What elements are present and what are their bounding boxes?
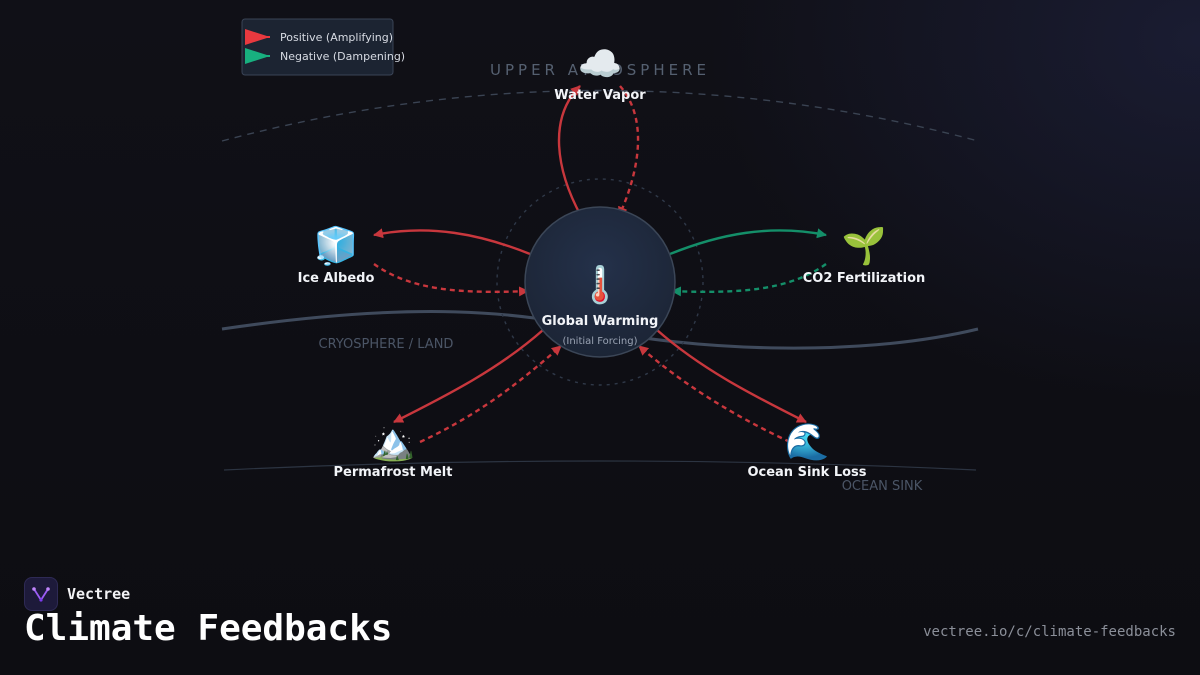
legend-negative-label: Negative (Dampening) (280, 50, 405, 63)
center-title: Global Warming (542, 314, 659, 329)
zone-label-ocean-sink: OCEAN SINK (842, 479, 923, 494)
center-halo-ring (496, 178, 704, 386)
node-ocean-sink-loss[interactable]: 🌊 Ocean Sink Loss (747, 421, 866, 480)
brand[interactable]: Vectree (24, 577, 130, 611)
arrow-water-vapor-to-warming (617, 85, 640, 217)
arrow-ocean-sink-loss-to-warming (638, 345, 791, 444)
node-water-vapor[interactable]: ☁️ Water Vapor (554, 44, 646, 103)
page-title: Climate Feedbacks (24, 608, 393, 649)
legend-positive-arrow (245, 29, 270, 45)
node-global-warming[interactable]: 🌡️ Global Warming (Initial Forcing) (524, 206, 676, 358)
center-subtitle: (Initial Forcing) (562, 336, 637, 347)
arrow-warming-to-co2-fertilization (669, 228, 827, 256)
arrow-permafrost-melt-to-warming (419, 345, 562, 444)
brand-name: Vectree (67, 585, 131, 603)
snow-mountain-icon: 🏔️ (371, 422, 416, 463)
seedling-icon: 🌱 (842, 226, 887, 267)
wave-icon: 🌊 (785, 421, 830, 463)
arrow-warming-to-ice-albedo (373, 228, 531, 256)
ice-cube-icon: 🧊 (314, 225, 359, 267)
cloud-icon: ☁️ (578, 44, 623, 85)
zone-label-upper-atmosphere: UPPER ATMOSPHERE (490, 61, 710, 79)
legend-box (241, 18, 394, 76)
node-label-co2-fertilization: CO2 Fertilization (803, 271, 926, 286)
legend-negative-arrow (245, 48, 270, 64)
arrow-warming-to-permafrost-melt (393, 329, 544, 424)
node-ice-albedo[interactable]: 🧊 Ice Albedo (298, 225, 375, 286)
node-label-ocean-sink-loss: Ocean Sink Loss (747, 465, 866, 480)
page-url[interactable]: vectree.io/c/climate-feedbacks (923, 624, 1176, 640)
arrow-co2-fertilization-to-warming (671, 263, 827, 297)
node-permafrost-melt[interactable]: 🏔️ Permafrost Melt (334, 422, 453, 480)
node-label-water-vapor: Water Vapor (554, 88, 646, 103)
upper-atmosphere-boundary (221, 89, 979, 142)
node-label-ice-albedo: Ice Albedo (298, 271, 375, 286)
arrow-ice-albedo-to-warming (373, 263, 529, 297)
node-co2-fertilization[interactable]: 🌱 CO2 Fertilization (803, 226, 926, 286)
vectree-logo-icon (24, 577, 58, 611)
thermometer-icon: 🌡️ (578, 264, 623, 306)
arrow-warming-to-water-vapor (557, 85, 583, 217)
zone-label-cryosphere: CRYOSPHERE / LAND (319, 337, 454, 352)
center-circle (524, 206, 676, 358)
legend: Positive (Amplifying) Negative (Dampenin… (241, 18, 405, 76)
ocean-boundary (223, 460, 977, 471)
legend-positive-label: Positive (Amplifying) (280, 31, 393, 44)
arrow-warming-to-ocean-sink-loss (656, 329, 807, 424)
node-label-permafrost-melt: Permafrost Melt (334, 465, 453, 480)
